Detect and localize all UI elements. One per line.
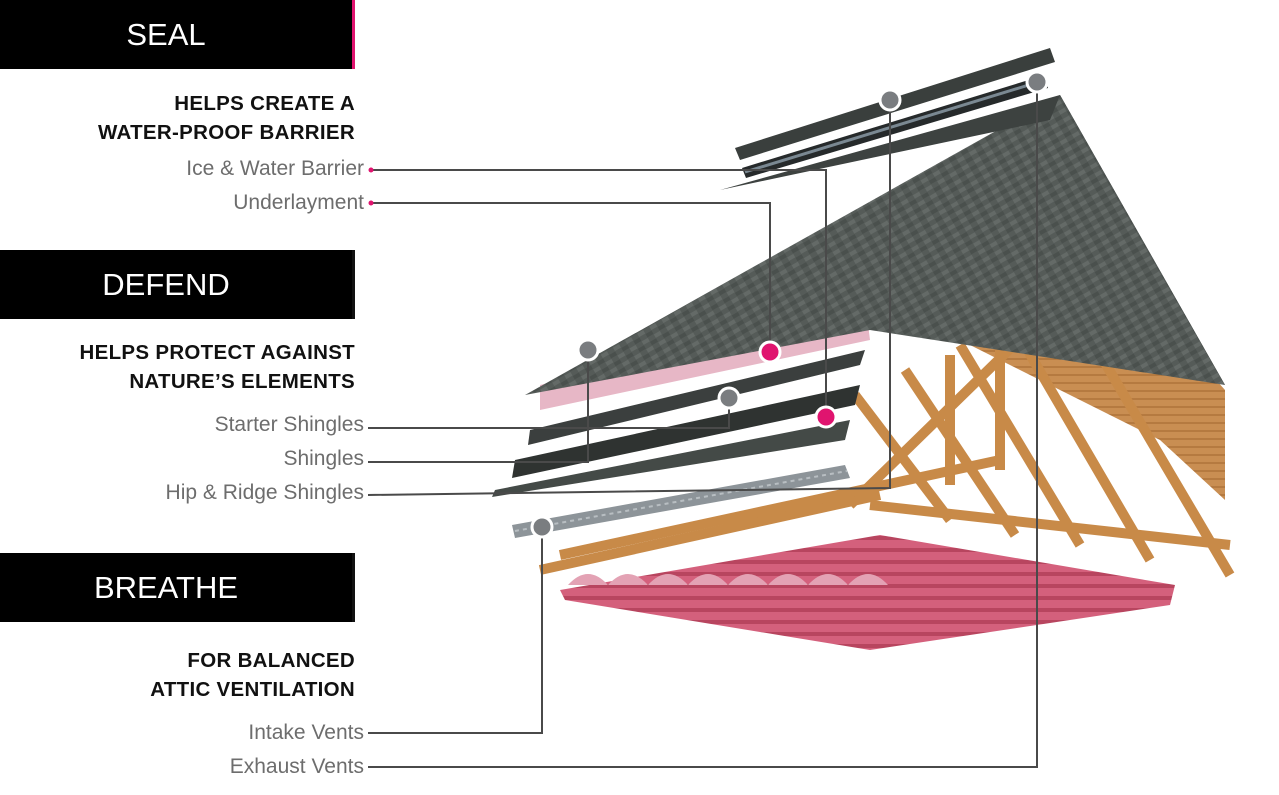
marker-intake-vents [530, 515, 554, 539]
defend-heading: HELPS PROTECT AGAINST NATURE’S ELEMENTS [79, 341, 355, 393]
marker-starter-shingles [717, 386, 741, 410]
marker-underlayment [758, 340, 782, 364]
label-underlayment: Underlayment [233, 191, 364, 214]
label-shingles: Shingles [283, 447, 364, 470]
marker-exhaust-vents [1025, 70, 1049, 94]
seal-banner-label: SEAL [126, 16, 206, 52]
callout-markers [530, 70, 1049, 539]
label-intake-vents: Intake Vents [248, 721, 364, 744]
leader-lines [367, 82, 1038, 768]
marker-shingles [576, 338, 600, 362]
marker-hip-ridge-shingles [878, 88, 902, 112]
intake-vent-strip [512, 465, 850, 538]
marker-ice-water-barrier [814, 405, 838, 429]
seal-heading: HELPS CREATE A WATER-PROOF BARRIER [97, 92, 355, 144]
breathe-banner: BREATHE [0, 553, 355, 622]
label-ice-water-barrier: Ice & Water Barrier [186, 157, 364, 180]
shingle-field [525, 95, 1225, 395]
seal-banner: SEAL [0, 0, 355, 69]
label-exhaust-vents: Exhaust Vents [229, 755, 364, 778]
shingle-layers [492, 350, 865, 497]
breathe-heading: FOR BALANCED ATTIC VENTILATION [150, 649, 355, 701]
breathe-banner-label: BREATHE [93, 569, 239, 605]
insulation-batts [560, 535, 1175, 650]
label-starter-shingles: Starter Shingles [214, 413, 364, 436]
defend-banner: DEFEND [0, 250, 355, 319]
label-hip-ridge-shingles: Hip & Ridge Shingles [165, 481, 364, 504]
defend-banner-label: DEFEND [102, 266, 230, 302]
